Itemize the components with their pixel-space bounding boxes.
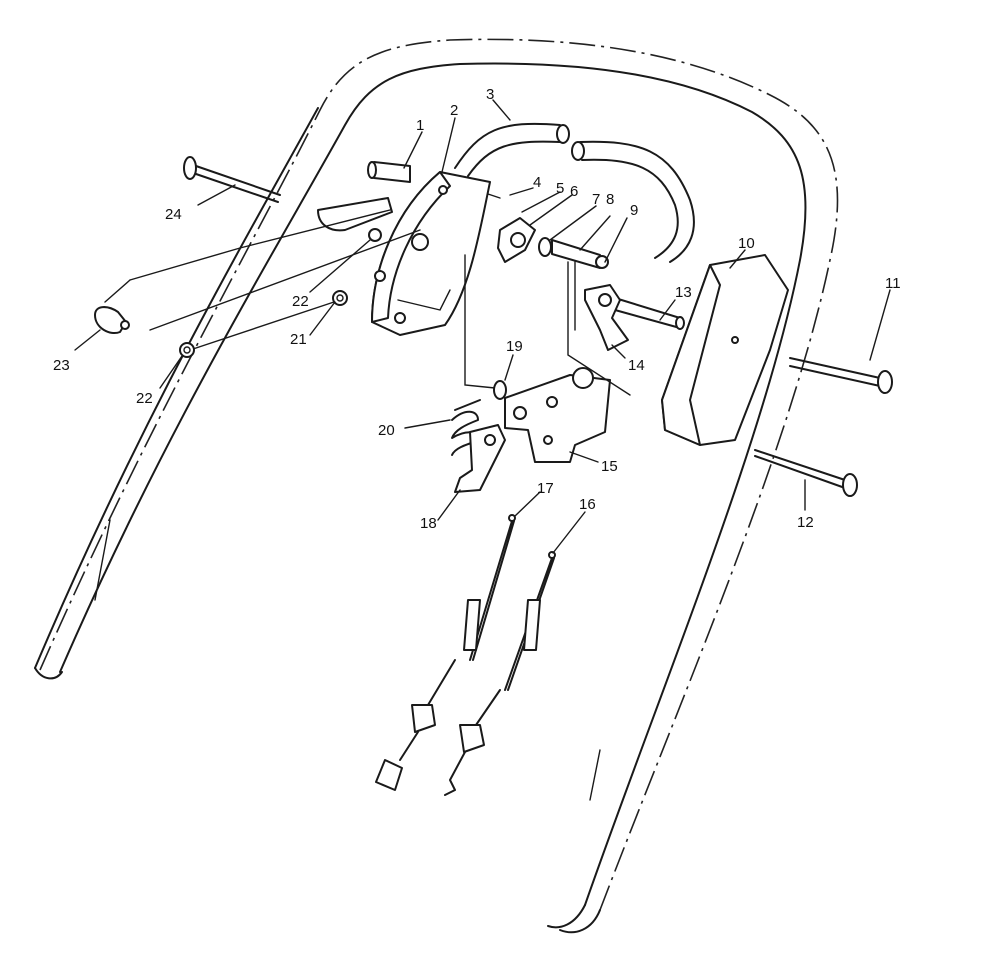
callout-3: 3 [486, 86, 495, 103]
housing-left-2 [371, 171, 491, 336]
callout-13: 13 [675, 284, 692, 301]
callout-8: 8 [606, 191, 615, 208]
callout-21: 21 [290, 331, 307, 348]
callout-7: 7 [592, 191, 601, 208]
arm-left [317, 197, 393, 242]
callout-16: 16 [579, 496, 596, 513]
crossbar-3 [454, 122, 695, 263]
callout-11: 11 [885, 275, 901, 292]
callout-14: 14 [628, 357, 645, 374]
handle-tube [34, 38, 839, 934]
part-14 [584, 284, 629, 351]
callout-9: 9 [630, 202, 639, 219]
bolt-11 [789, 357, 893, 394]
callout-10: 10 [738, 235, 755, 252]
bolt-12 [754, 449, 858, 497]
callout-12: 12 [797, 514, 814, 531]
callout-23: 23 [53, 357, 70, 374]
callout-22-lower: 22 [136, 390, 153, 407]
leader-lines-left [104, 209, 421, 351]
cable-17 [375, 514, 516, 791]
callout-18: 18 [420, 515, 437, 532]
trigger-18 [454, 424, 506, 493]
bolt-24 [183, 156, 281, 203]
callout-1: 1 [416, 117, 425, 134]
callout-22-upper: 22 [292, 293, 309, 310]
cable-16 [444, 551, 556, 796]
callout-20: 20 [378, 422, 395, 439]
nut-22-lower [179, 342, 195, 358]
nut-21 [332, 290, 348, 306]
washer-19 [493, 380, 507, 400]
callout-17: 17 [537, 480, 554, 497]
callout-5: 5 [556, 180, 565, 197]
callout-24: 24 [165, 206, 182, 223]
housing-right-10 [661, 254, 789, 446]
bolt-1 [367, 161, 411, 183]
callout-19: 19 [506, 338, 523, 355]
bracket-15 [504, 367, 611, 463]
callout-4: 4 [533, 174, 542, 191]
callout-6: 6 [570, 183, 579, 200]
callout-2: 2 [450, 102, 459, 119]
leader-lines-center [464, 254, 631, 396]
callout-15: 15 [601, 458, 618, 475]
label-leaders [74, 99, 891, 554]
spring-20 [451, 399, 481, 456]
hardware-4-9 [487, 193, 609, 269]
part-23 [94, 306, 130, 334]
